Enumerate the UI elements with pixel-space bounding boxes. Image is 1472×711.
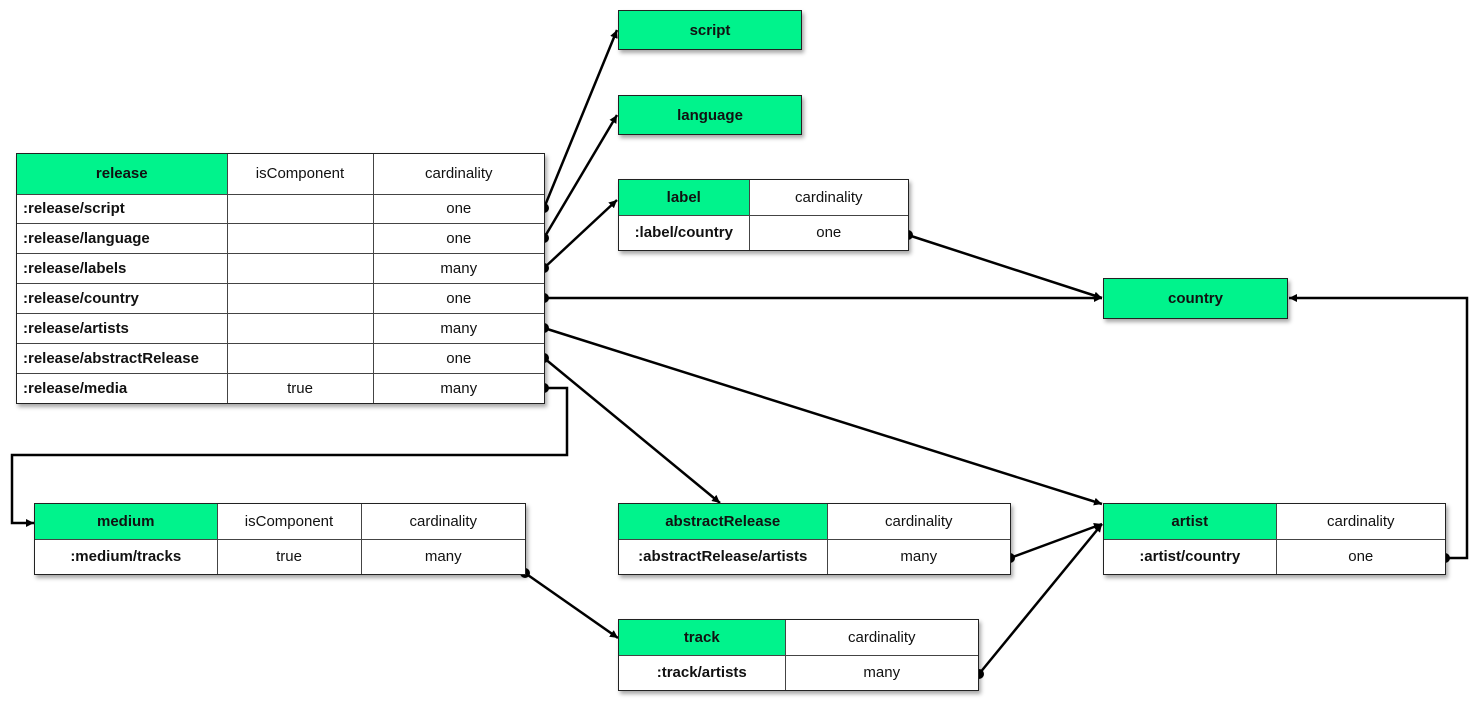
entity-title: language — [619, 96, 801, 134]
isComponent-value — [226, 313, 374, 345]
entity-country[interactable]: country — [1103, 278, 1288, 319]
attribute-name: :track/artists — [619, 654, 786, 690]
column-header-cardinality: cardinality — [784, 620, 978, 656]
cardinality-value: many — [826, 538, 1010, 574]
entity-title: track — [619, 620, 786, 656]
entity-medium[interactable]: medium isComponent cardinality :medium/t… — [34, 503, 526, 575]
column-header-isComponent: isComponent — [226, 154, 374, 195]
entity-script[interactable]: script — [618, 10, 802, 50]
attribute-name: :release/media — [17, 373, 228, 403]
entity-title: country — [1104, 279, 1287, 318]
column-header-cardinality: cardinality — [826, 504, 1010, 540]
cardinality-value: one — [1275, 538, 1445, 574]
isComponent-value — [226, 343, 374, 375]
column-header-isComponent: isComponent — [216, 504, 362, 540]
entity-artist[interactable]: artist cardinality :artist/country one — [1103, 503, 1446, 575]
attribute-name: :medium/tracks — [35, 538, 218, 574]
attribute-name: :label/country — [619, 214, 750, 250]
cardinality-value: many — [372, 253, 544, 285]
edge-release-labels — [543, 199, 618, 269]
cardinality-value: one — [372, 343, 544, 375]
table-row: :release/language one — [17, 223, 544, 255]
entity-title: release — [17, 154, 228, 195]
entity-label[interactable]: label cardinality :label/country one — [618, 179, 909, 251]
edge-release-abstractRelease — [543, 357, 721, 504]
edge-abstractRelease-artists — [1009, 522, 1103, 560]
edge-artist-country — [1289, 294, 1469, 560]
entity-title: script — [619, 11, 801, 49]
cardinality-value: one — [748, 214, 908, 250]
edge-release-media — [10, 386, 569, 527]
isComponent-value: true — [226, 373, 374, 403]
cardinality-value: one — [372, 283, 544, 315]
attribute-name: :release/language — [17, 223, 228, 255]
column-header-cardinality: cardinality — [372, 154, 544, 195]
table-row: :release/labels many — [17, 253, 544, 285]
edge-label-country — [907, 233, 1103, 300]
table-row: :release/abstractRelease one — [17, 343, 544, 375]
entity-track[interactable]: track cardinality :track/artists many — [618, 619, 979, 691]
isComponent-value — [226, 223, 374, 255]
attribute-name: :release/abstractRelease — [17, 343, 228, 375]
table-row: :release/artists many — [17, 313, 544, 345]
table-row: :release/country one — [17, 283, 544, 315]
attribute-name: :release/artists — [17, 313, 228, 345]
entity-language[interactable]: language — [618, 95, 802, 135]
isComponent-value — [226, 283, 374, 315]
column-header-cardinality: cardinality — [748, 180, 908, 216]
attribute-name: :abstractRelease/artists — [619, 538, 828, 574]
edge-release-script — [542, 29, 619, 209]
edge-medium-tracks — [524, 571, 619, 640]
entity-title: artist — [1104, 504, 1277, 540]
cardinality-value: many — [372, 373, 544, 403]
cardinality-value: one — [372, 223, 544, 255]
isComponent-value — [226, 193, 374, 225]
cardinality-value: many — [372, 313, 544, 345]
entity-abstractRelease[interactable]: abstractRelease cardinality :abstractRel… — [618, 503, 1011, 575]
attribute-name: :release/labels — [17, 253, 228, 285]
column-header-cardinality: cardinality — [360, 504, 525, 540]
cardinality-value: one — [372, 193, 544, 225]
edge-track-artists — [978, 523, 1103, 675]
entity-title: label — [619, 180, 750, 216]
isComponent-value: true — [216, 538, 362, 574]
isComponent-value — [226, 253, 374, 285]
table-row: :release/script one — [17, 193, 544, 225]
attribute-name: :release/country — [17, 283, 228, 315]
entity-title: medium — [35, 504, 218, 540]
attribute-name: :artist/country — [1104, 538, 1277, 574]
cardinality-value: many — [784, 654, 978, 690]
attribute-name: :release/script — [17, 193, 228, 225]
column-header-cardinality: cardinality — [1275, 504, 1445, 540]
cardinality-value: many — [360, 538, 525, 574]
entity-title: abstractRelease — [619, 504, 828, 540]
table-row: :release/media true many — [17, 373, 544, 403]
edge-release-language — [542, 114, 619, 239]
entity-release[interactable]: release isComponent cardinality :release… — [16, 153, 545, 404]
edge-release-artists — [543, 326, 1103, 506]
